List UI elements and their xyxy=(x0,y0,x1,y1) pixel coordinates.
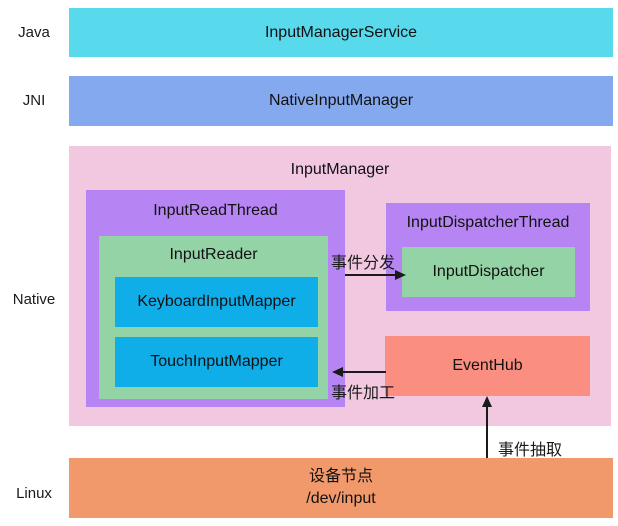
node-keyboard-input-mapper-label: KeyboardInputMapper xyxy=(137,293,296,310)
arrow-extract-line xyxy=(486,405,488,458)
node-input-read-thread: InputReadThread InputReader KeyboardInpu… xyxy=(86,190,345,407)
arrow-process-line xyxy=(343,371,386,373)
node-input-reader-label: InputReader xyxy=(169,246,258,263)
node-input-manager: InputManager InputReadThread InputReader… xyxy=(69,146,611,426)
node-input-dispatcher-thread-label: InputDispatcherThread xyxy=(406,214,570,231)
arrow-dispatch-line xyxy=(345,274,396,276)
arrow-process-label: 事件加工 xyxy=(331,385,396,402)
arrow-dispatch-label: 事件分发 xyxy=(331,255,396,272)
node-native-input-manager-label: NativeInputManager xyxy=(268,92,414,109)
node-input-dispatcher-thread: InputDispatcherThread InputDispatcher xyxy=(386,203,590,311)
node-native-input-manager: NativeInputManager xyxy=(69,76,613,126)
node-input-manager-service: InputManagerService xyxy=(69,8,613,57)
node-input-manager-service-label: InputManagerService xyxy=(264,23,418,41)
layer-label-jni: JNI xyxy=(22,92,46,109)
layer-label-native: Native xyxy=(12,291,56,308)
node-input-read-thread-label: InputReadThread xyxy=(153,202,278,219)
arrow-dispatch-head-icon xyxy=(395,270,406,280)
node-input-dispatcher: InputDispatcher xyxy=(402,247,575,297)
node-input-reader: InputReader KeyboardInputMapper TouchInp… xyxy=(99,236,328,399)
arrow-extract-head-icon xyxy=(482,396,492,407)
node-device-node-label-line2: /dev/input xyxy=(306,490,376,507)
node-touch-input-mapper-label: TouchInputMapper xyxy=(150,353,283,370)
node-device-node-label-line1: 设备节点 xyxy=(308,467,373,485)
node-event-hub: EventHub xyxy=(385,336,590,396)
node-input-manager-label: InputManager xyxy=(290,161,390,178)
layer-label-linux: Linux xyxy=(16,485,52,502)
node-event-hub-label: EventHub xyxy=(452,357,523,374)
node-input-dispatcher-label: InputDispatcher xyxy=(432,263,545,280)
arrow-extract-label: 事件抽取 xyxy=(498,442,563,459)
arrow-process-head-icon xyxy=(332,367,343,377)
node-touch-input-mapper: TouchInputMapper xyxy=(115,337,318,387)
node-device-node: 设备节点 /dev/input xyxy=(69,458,613,518)
layer-label-java: Java xyxy=(18,24,50,41)
node-keyboard-input-mapper: KeyboardInputMapper xyxy=(115,277,318,327)
